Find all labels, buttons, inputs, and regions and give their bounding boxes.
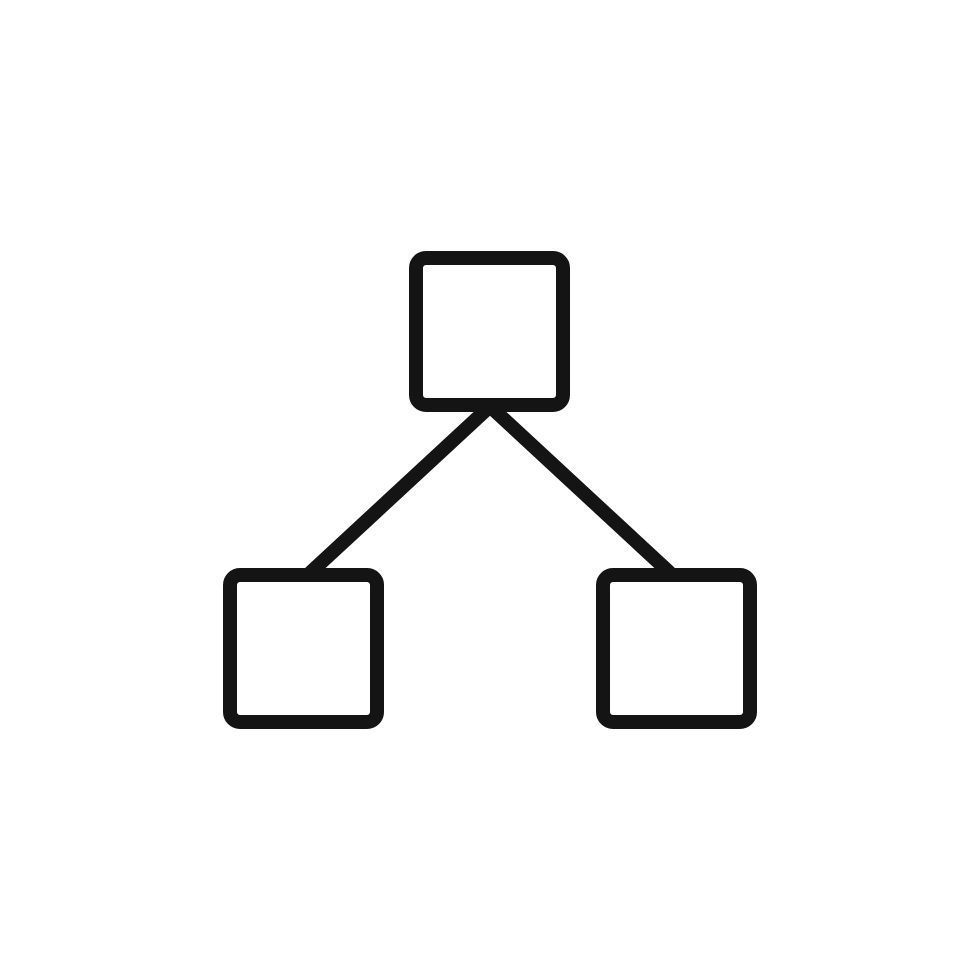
connector-right-line [487, 403, 676, 579]
top-node-box [409, 251, 570, 412]
bottom-left-node-box [223, 568, 384, 729]
bottom-right-node-box [596, 568, 757, 729]
connector-left-line [304, 403, 493, 579]
